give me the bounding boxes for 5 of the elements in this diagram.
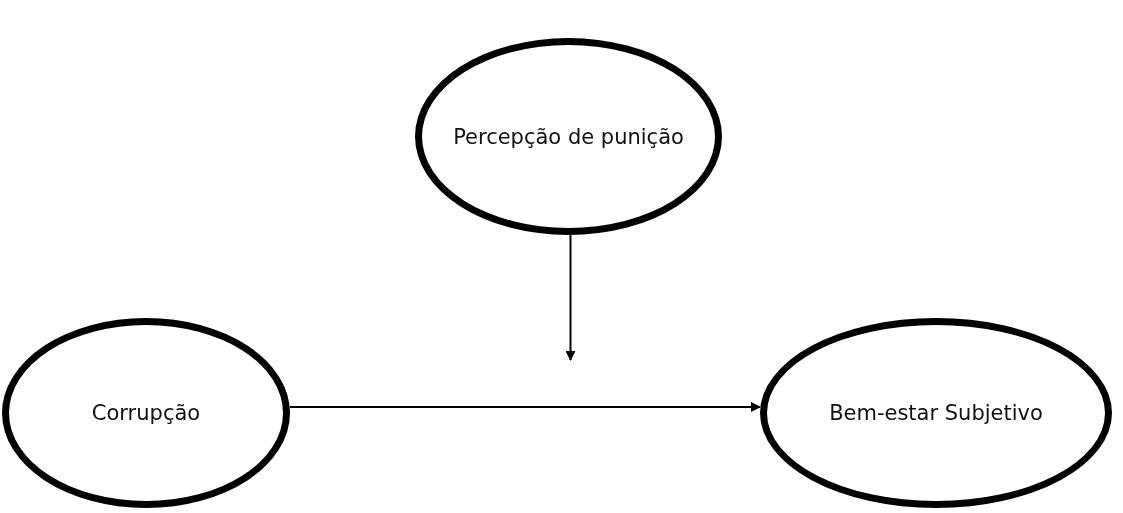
arrow	[289, 402, 761, 412]
node-label: Corrupção	[91, 401, 201, 425]
arrow	[565, 234, 576, 361]
node-label: Percepção de punição	[453, 124, 684, 149]
node-label: Bem-estar Subjetivo	[829, 401, 1043, 425]
